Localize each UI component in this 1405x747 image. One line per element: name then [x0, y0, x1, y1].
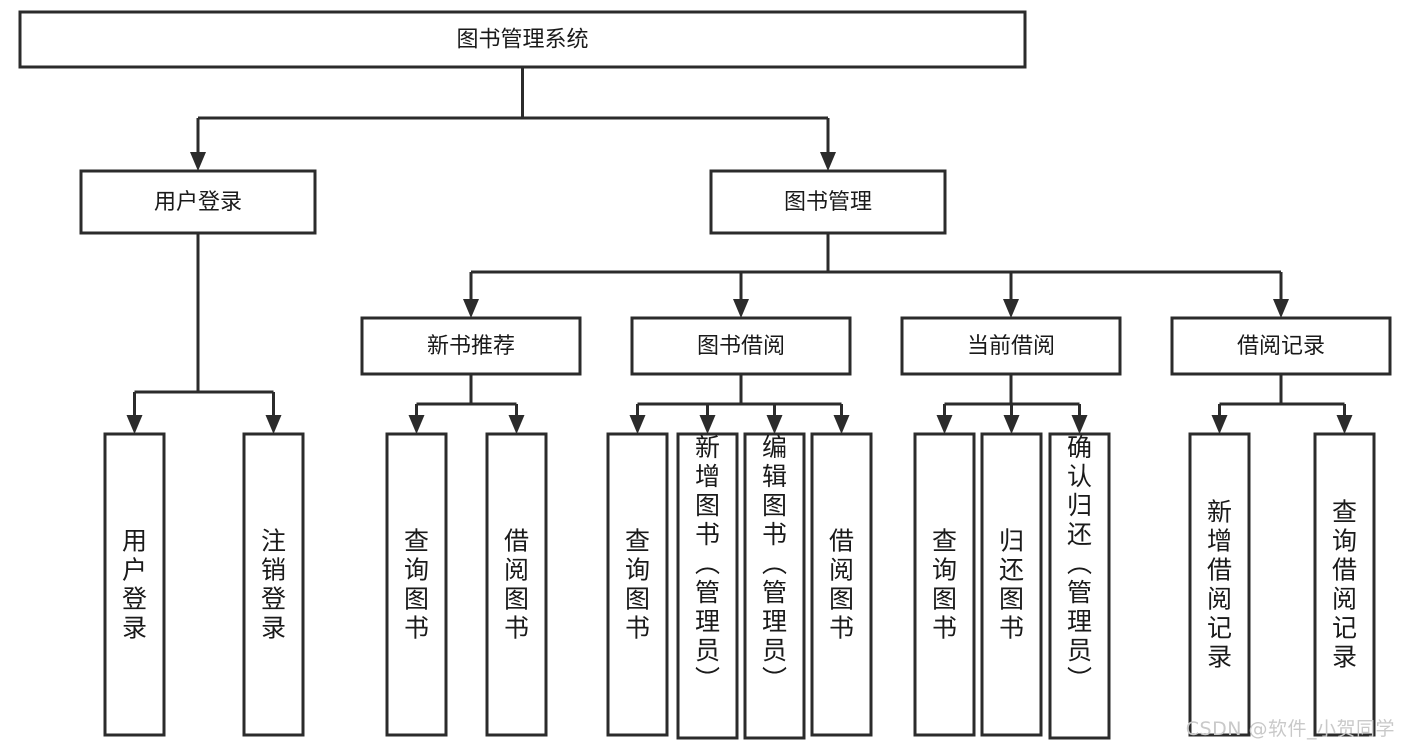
node-leaf-query-book-3-label: 查询图书	[932, 527, 957, 643]
node-current-borrow-box[interactable]	[900, 316, 1122, 376]
arrow-head-icon	[699, 415, 716, 434]
node-leaf-add-record-label: 新增借阅记录	[1207, 498, 1232, 672]
node-leaf-query-book-2[interactable]: 查询图书	[606, 432, 669, 737]
connector-layer	[126, 67, 1353, 434]
arrow-head-icon	[1003, 415, 1020, 434]
node-borrow-record[interactable]: 借阅记录	[1170, 316, 1392, 376]
node-leaf-user-logout-box[interactable]	[242, 432, 305, 737]
node-leaf-return-book-label: 归还图书	[999, 527, 1024, 643]
connector-bookborrow-to-leaves	[629, 374, 850, 434]
connector-currentborrow-to-leaves	[936, 374, 1088, 434]
node-leaf-user-logout[interactable]: 注销登录	[242, 432, 305, 737]
node-leaf-borrow-book-2-box[interactable]	[810, 432, 873, 737]
node-leaf-confirm-return-label: 确认归还︵管理员︶	[1067, 433, 1092, 694]
arrow-head-icon	[408, 415, 425, 434]
arrow-head-icon	[1273, 299, 1289, 318]
node-leaf-user-login-label: 用户登录	[122, 527, 147, 643]
node-current-borrow-label: 当前借阅	[967, 334, 1055, 359]
node-leaf-query-book-3[interactable]: 查询图书	[913, 432, 976, 737]
node-current-borrow[interactable]: 当前借阅	[900, 316, 1122, 376]
node-leaf-borrow-book-1-label: 借阅图书	[504, 527, 529, 643]
arrow-head-icon	[936, 415, 953, 434]
node-user-login-label: 用户登录	[154, 190, 242, 215]
node-leaf-query-book-2-label: 查询图书	[625, 527, 650, 643]
node-leaf-user-login-box[interactable]	[103, 432, 166, 737]
node-new-book-rec[interactable]: 新书推荐	[360, 316, 582, 376]
node-root-box[interactable]	[18, 10, 1027, 69]
node-leaf-borrow-book-1[interactable]: 借阅图书	[485, 432, 548, 737]
node-layer: 图书管理系统用户登录图书管理新书推荐图书借阅当前借阅借阅记录用户登录注销登录查询…	[18, 10, 1392, 740]
node-root[interactable]: 图书管理系统	[18, 10, 1027, 69]
node-leaf-return-book[interactable]: 归还图书	[980, 432, 1043, 737]
node-leaf-query-book-1[interactable]: 查询图书	[385, 432, 448, 737]
node-leaf-edit-book-box[interactable]	[743, 432, 806, 740]
node-leaf-user-login[interactable]: 用户登录	[103, 432, 166, 737]
node-leaf-query-record-label: 查询借阅记录	[1332, 498, 1357, 672]
node-book-manage[interactable]: 图书管理	[709, 169, 947, 235]
node-leaf-borrow-book-2-label: 借阅图书	[829, 527, 854, 643]
arrow-head-icon	[463, 299, 479, 318]
arrow-head-icon	[1003, 299, 1019, 318]
node-leaf-borrow-book-1-box[interactable]	[485, 432, 548, 737]
node-book-borrow[interactable]: 图书借阅	[630, 316, 852, 376]
arrow-head-icon	[833, 415, 850, 434]
node-leaf-edit-book[interactable]: 编辑图书︵管理员︶	[743, 432, 806, 740]
node-leaf-add-book[interactable]: 新增图书︵管理员︶	[676, 432, 739, 740]
node-leaf-query-book-3-box[interactable]	[913, 432, 976, 737]
node-root-label: 图书管理系统	[456, 28, 588, 53]
arrow-head-icon	[1211, 415, 1228, 434]
node-leaf-query-book-2-box[interactable]	[606, 432, 669, 737]
node-leaf-borrow-book-2[interactable]: 借阅图书	[810, 432, 873, 737]
node-leaf-add-record-box[interactable]	[1188, 432, 1251, 737]
node-leaf-query-record-box[interactable]	[1313, 432, 1376, 737]
node-leaf-query-book-1-label: 查询图书	[404, 527, 429, 643]
arrow-head-icon	[629, 415, 646, 434]
node-borrow-record-box[interactable]	[1170, 316, 1392, 376]
node-leaf-query-record[interactable]: 查询借阅记录	[1313, 432, 1376, 737]
node-leaf-add-record[interactable]: 新增借阅记录	[1188, 432, 1251, 737]
node-leaf-edit-book-label: 编辑图书︵管理员︶	[762, 433, 787, 694]
node-leaf-user-logout-label: 注销登录	[261, 527, 286, 643]
arrow-head-icon	[265, 415, 282, 434]
node-user-login-box[interactable]	[79, 169, 317, 235]
arrow-head-icon	[1071, 415, 1088, 434]
connector-userlogin-to-leaves	[126, 233, 282, 434]
node-borrow-record-label: 借阅记录	[1237, 334, 1325, 359]
node-book-manage-label: 图书管理	[784, 190, 872, 215]
arrow-head-icon	[766, 415, 783, 434]
node-book-borrow-label: 图书借阅	[697, 334, 785, 359]
node-book-manage-box[interactable]	[709, 169, 947, 235]
node-new-book-rec-label: 新书推荐	[427, 334, 515, 359]
connector-borrowrecord-to-leaves	[1211, 374, 1353, 434]
node-leaf-query-book-1-box[interactable]	[385, 432, 448, 737]
node-leaf-confirm-return[interactable]: 确认归还︵管理员︶	[1048, 432, 1111, 740]
node-book-borrow-box[interactable]	[630, 316, 852, 376]
arrow-head-icon	[126, 415, 143, 434]
node-user-login[interactable]: 用户登录	[79, 169, 317, 235]
node-leaf-confirm-return-box[interactable]	[1048, 432, 1111, 740]
node-leaf-add-book-box[interactable]	[676, 432, 739, 740]
arrow-head-icon	[508, 415, 525, 434]
arrow-head-icon	[190, 152, 206, 171]
connector-root-to-level2	[190, 67, 836, 171]
arrow-head-icon	[733, 299, 749, 318]
node-new-book-rec-box[interactable]	[360, 316, 582, 376]
arrow-head-icon	[1336, 415, 1353, 434]
connector-bookmanage-to-level3	[463, 233, 1289, 318]
arrow-head-icon	[820, 152, 836, 171]
connector-newbookrec-to-leaves	[408, 374, 525, 434]
node-leaf-return-book-box[interactable]	[980, 432, 1043, 737]
node-leaf-add-book-label: 新增图书︵管理员︶	[695, 433, 720, 694]
